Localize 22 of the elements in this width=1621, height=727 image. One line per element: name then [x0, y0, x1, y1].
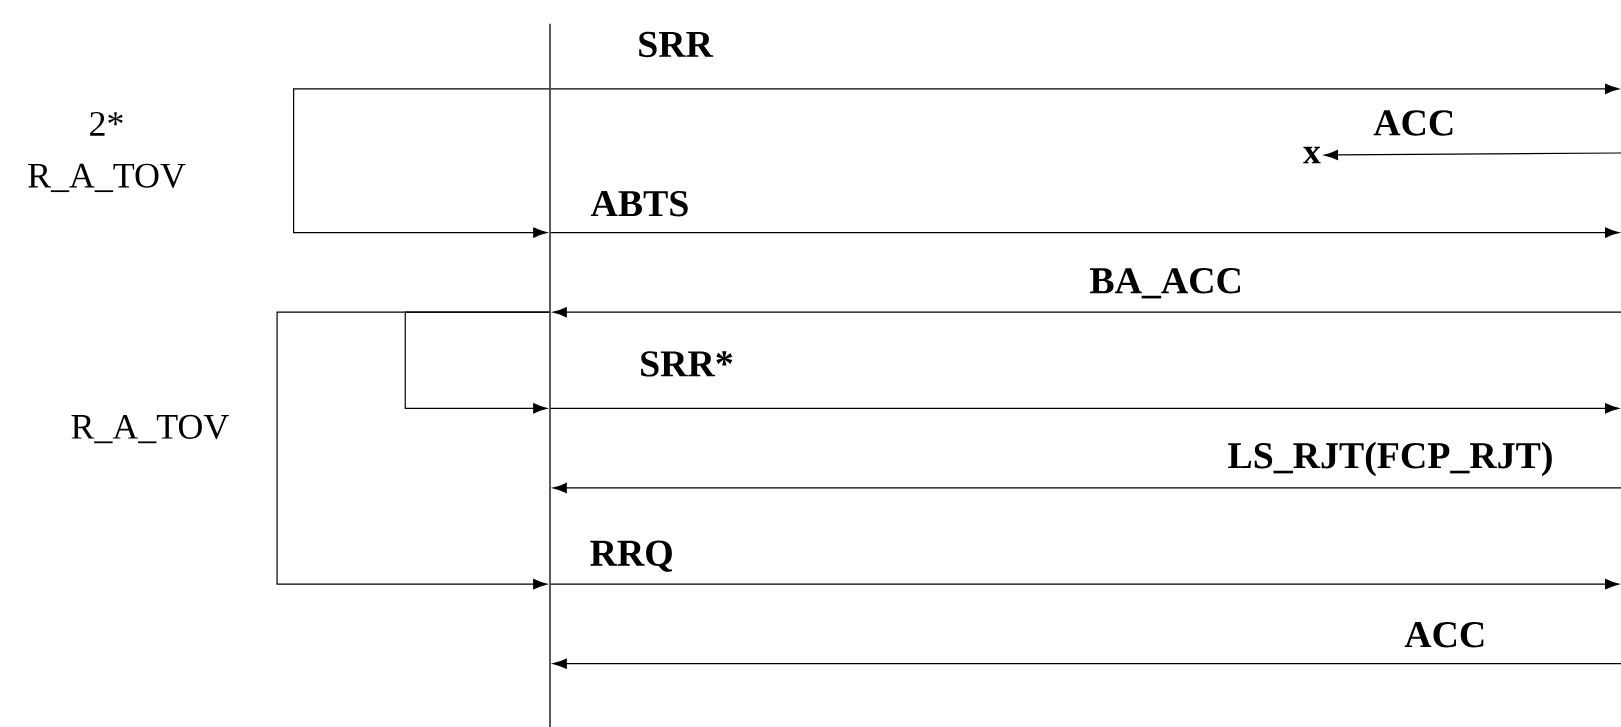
message-arrow [552, 658, 1621, 669]
timer-bracket [276, 311, 550, 590]
message-arrow [550, 579, 1619, 590]
message-label: RRQ [588, 539, 675, 573]
lost-message-mark: x [1303, 146, 1321, 164]
message-arrow [1324, 149, 1621, 161]
message-arrow [550, 83, 1619, 94]
timer-bracket [293, 88, 550, 238]
timer-bracket [404, 311, 550, 414]
message-arrow [550, 227, 1619, 238]
message-label: SRR* [638, 350, 735, 378]
message-label: SRR [636, 30, 714, 59]
message-label: ACC [1403, 621, 1488, 649]
message-arrow [552, 307, 1621, 318]
message-arrow [552, 482, 1621, 494]
timer-label: R_A_TOV [71, 414, 229, 444]
message-label: LS_RJT(FCP_RJT) [1226, 440, 1555, 478]
timer-label: 2* R_A_TOV [28, 111, 186, 193]
message-label: BA_ACC [1088, 267, 1244, 300]
message-label: ABTS [589, 189, 691, 218]
message-arrow [550, 403, 1619, 414]
message-label: ACC [1372, 109, 1457, 137]
